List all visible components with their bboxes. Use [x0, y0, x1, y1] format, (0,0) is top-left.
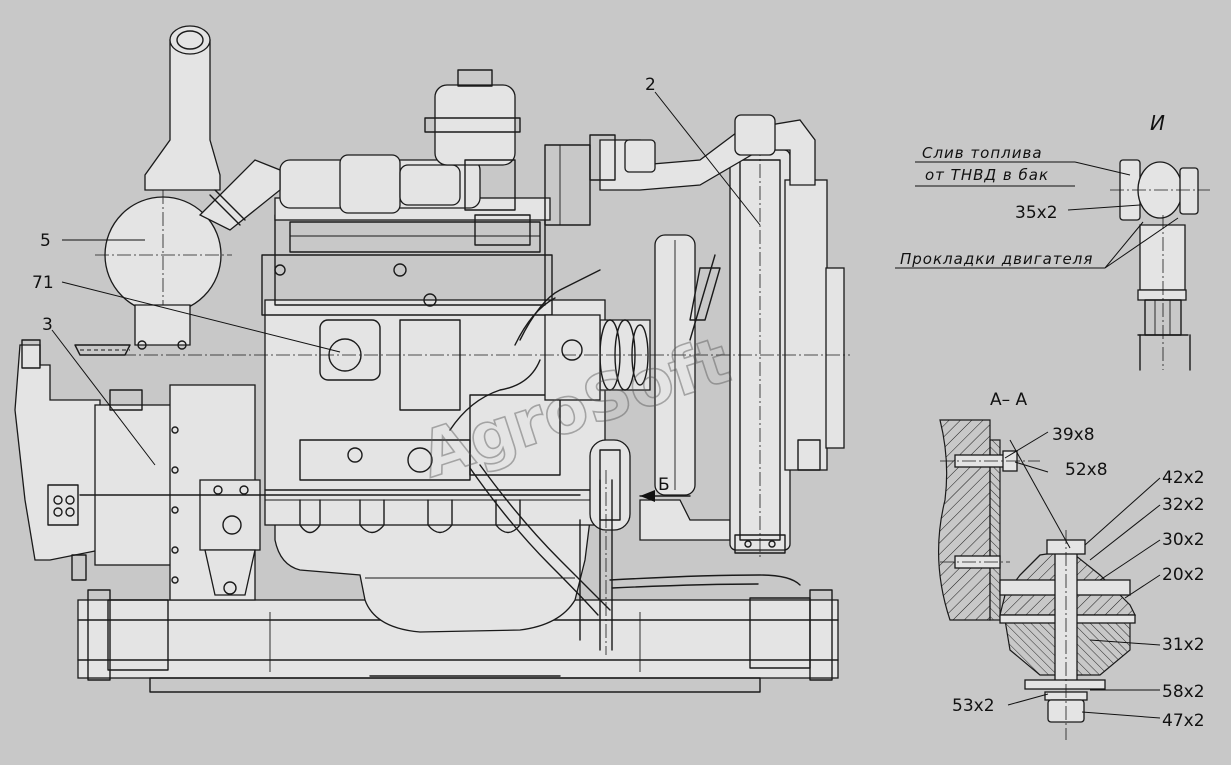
intake-manifold	[279, 69, 531, 246]
starter-unit	[14, 339, 581, 601]
fuel-drain-label-1: Слив топлива	[922, 144, 1043, 162]
fuel-lines	[449, 269, 801, 655]
callout-part-5: 5	[40, 231, 51, 251]
fuel-drain-label-2: от ТНВД в бак	[925, 166, 1049, 184]
detail-view-i: И Слив топлива от ТНВД в бак 35x2 Прокла…	[895, 111, 1210, 371]
engine-gaskets-label: Прокладки двигателя	[900, 250, 1093, 268]
coolant-hoses	[544, 114, 816, 226]
main-view-callouts: 2 5 71 3	[32, 75, 761, 466]
view-arrow-b: Б	[639, 475, 691, 502]
callout-part-3: 3	[42, 315, 53, 335]
section-wall	[937, 419, 991, 621]
engine-side-view: Б 2 5 71 3 AgroSoft	[14, 25, 850, 693]
qty-42x2: 42x2	[1162, 468, 1205, 488]
section-plate	[989, 439, 1001, 621]
view-i-title: И	[1150, 111, 1165, 135]
qty-39x8: 39x8	[1052, 425, 1095, 445]
qty-30x2: 30x2	[1162, 530, 1205, 550]
qty-35x2: 35x2	[1015, 203, 1058, 223]
callout-part-2: 2	[645, 75, 656, 95]
callout-part-71: 71	[32, 273, 54, 293]
section-a-a-title: А– А	[990, 390, 1028, 410]
qty-32x2: 32x2	[1162, 495, 1205, 515]
qty-31x2: 31x2	[1162, 635, 1205, 655]
qty-52x8: 52x8	[1065, 460, 1108, 480]
qty-47x2: 47x2	[1162, 711, 1205, 731]
air-cleaner	[95, 25, 281, 350]
section-a-a: А– А 39x8 52x8 42x2 32x2	[937, 390, 1205, 740]
qty-20x2: 20x2	[1162, 565, 1205, 585]
oil-pan	[274, 519, 591, 633]
qty-53x2: 53x2	[952, 696, 995, 716]
fan-assembly	[544, 234, 731, 541]
qty-58x2: 58x2	[1162, 682, 1205, 702]
arrow-b-label: Б	[658, 475, 670, 495]
radiator	[729, 120, 845, 560]
